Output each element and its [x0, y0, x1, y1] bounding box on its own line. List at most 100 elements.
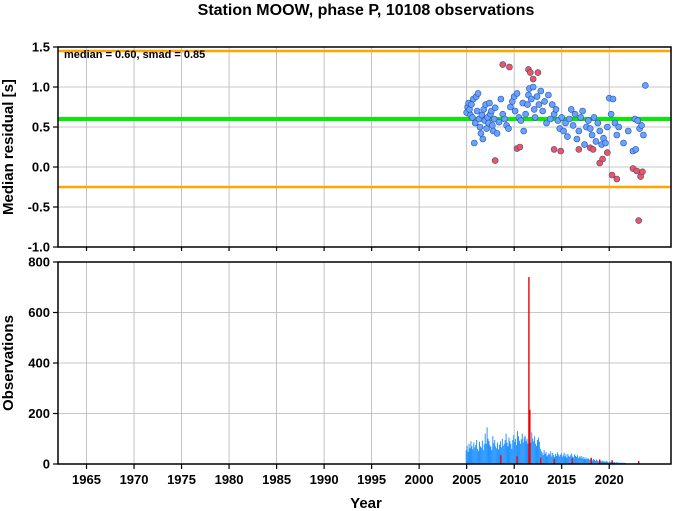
observation-bar — [549, 454, 551, 464]
residual-point — [476, 123, 484, 131]
residual-point — [483, 125, 490, 132]
observation-bar — [544, 453, 546, 464]
observation-bar — [585, 459, 587, 464]
observation-bar — [536, 440, 538, 464]
residual-point — [604, 123, 611, 131]
residual-point — [613, 175, 621, 183]
residual-point — [566, 115, 573, 123]
observations-x-tick-label: 2000 — [405, 472, 434, 487]
residual-point — [548, 101, 556, 108]
observation-bar — [607, 461, 609, 464]
observation-bar — [506, 442, 508, 464]
residual-point — [522, 110, 529, 118]
observation-bar — [515, 438, 517, 464]
observation-bar — [582, 456, 584, 464]
residual-point — [529, 83, 537, 91]
observation-bar — [525, 441, 527, 464]
residual-point — [550, 146, 558, 153]
observation-bar — [517, 431, 518, 464]
residual-point — [491, 104, 499, 112]
residual-point — [473, 107, 481, 115]
observation-bar — [518, 440, 520, 464]
residual-point — [590, 114, 598, 121]
observation-bar — [531, 432, 533, 464]
observation-bar — [467, 451, 469, 464]
observation-bar — [557, 454, 559, 464]
residual-point — [495, 118, 503, 126]
observation-bar — [600, 461, 602, 464]
residual-point — [567, 106, 575, 113]
observation-bar — [560, 453, 562, 464]
observation-bar — [566, 457, 568, 464]
observation-bar — [574, 454, 576, 464]
residual-point — [513, 90, 521, 97]
residual-point — [499, 61, 507, 68]
residual-y-tick-label: -1.0 — [28, 240, 50, 255]
residual-point — [608, 171, 616, 179]
residual-point — [613, 131, 621, 139]
observation-bar — [497, 442, 499, 464]
residual-y-ticks: -1.0-0.50.00.51.01.5 — [28, 40, 58, 255]
residual-point — [516, 143, 524, 151]
residual-point — [640, 131, 647, 139]
chart-title: Station MOOW, phase P, 10108 observation… — [198, 2, 535, 19]
observation-bar — [603, 460, 605, 464]
residual-point — [478, 111, 486, 119]
residual-point — [486, 99, 493, 107]
observation-bar — [593, 458, 595, 464]
observation-bar — [580, 455, 582, 464]
residual-point — [579, 107, 586, 115]
observation-bar — [530, 442, 532, 464]
residual-point — [501, 115, 508, 123]
observation-bar — [532, 438, 534, 464]
residual-point — [635, 217, 642, 224]
residual-point — [539, 107, 546, 115]
observation-bar — [613, 461, 615, 464]
observation-bar — [509, 441, 511, 464]
residual-point — [607, 110, 615, 118]
observations-x-tick-label: 2015 — [547, 472, 576, 487]
observations-panel-grid — [58, 261, 671, 465]
residual-point — [552, 106, 560, 113]
residual-point — [585, 117, 592, 124]
residual-point — [564, 133, 571, 140]
observation-bar — [501, 438, 503, 464]
observation-bar — [514, 441, 516, 464]
residual-point — [531, 114, 539, 121]
observation-bar — [545, 451, 547, 464]
residual-point — [479, 135, 487, 143]
observation-bar — [480, 447, 482, 464]
residual-point — [537, 87, 545, 95]
observation-bar — [542, 455, 544, 464]
observation-bar — [551, 456, 553, 464]
observation-bar — [502, 445, 504, 464]
observation-bar — [483, 444, 485, 464]
observation-bar — [543, 450, 545, 464]
observation-bar — [562, 455, 564, 464]
observation-bar — [488, 441, 490, 464]
observations-y-tick-label: 0 — [43, 457, 50, 472]
residual-point — [562, 119, 569, 127]
observation-bar — [595, 459, 597, 464]
observation-bar — [541, 452, 543, 464]
observation-bar — [524, 435, 526, 464]
residual-point — [535, 101, 543, 108]
observation-bar — [474, 447, 476, 464]
observation-bar — [597, 461, 599, 464]
observations-x-tick-label: 1965 — [72, 472, 101, 487]
observation-bar — [615, 462, 617, 464]
observation-bar — [482, 450, 484, 464]
observation-bar — [559, 454, 561, 464]
residual-point — [602, 139, 609, 147]
observation-bar — [594, 459, 595, 464]
residual-point — [497, 95, 505, 103]
observations-x-tick-label: 2010 — [500, 472, 529, 487]
observation-bar — [563, 452, 565, 464]
observation-bar — [565, 454, 567, 464]
residual-point — [557, 147, 565, 155]
residual-point — [592, 138, 600, 145]
residual-point — [594, 119, 602, 127]
observations-x-tick-label: 1985 — [262, 472, 291, 487]
observation-bar — [550, 451, 552, 464]
